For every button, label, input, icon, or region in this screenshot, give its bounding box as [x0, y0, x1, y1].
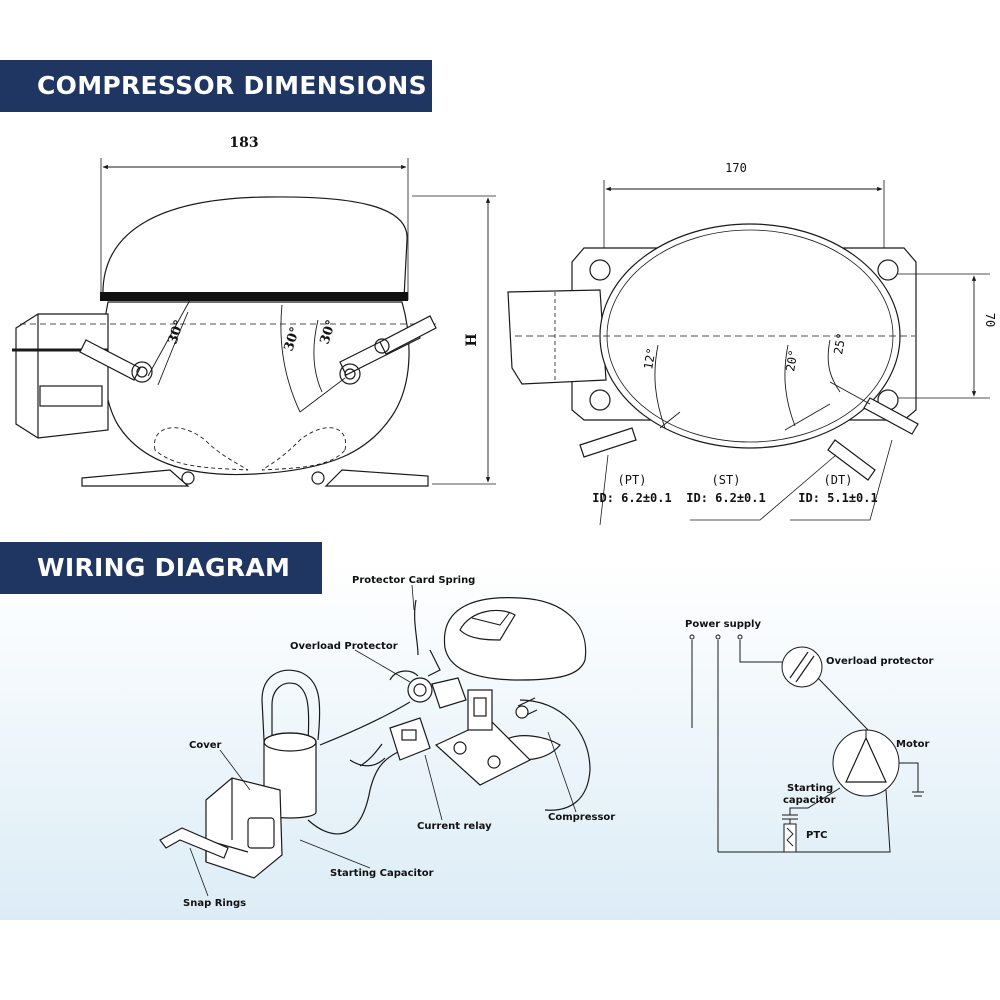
top-angle-12: 12° [641, 347, 659, 371]
schematic-ptc: PTC [806, 830, 828, 841]
tube-dt-label: (DT) [824, 473, 853, 487]
schematic-power-supply: Power supply [685, 619, 761, 630]
label-compressor: Compressor [548, 812, 615, 823]
front-angle-right: 30° [318, 318, 340, 346]
top-mount-dimension: 70 [983, 313, 997, 327]
front-angle-left: 30° [166, 318, 188, 346]
tube-dt-id: ID: 5.1±0.1 [798, 491, 877, 505]
label-overload-protector: Overload Protector [290, 641, 398, 652]
tube-st-label: (ST) [712, 473, 741, 487]
schematic-motor: Motor [896, 739, 929, 750]
label-snap-rings: Snap Rings [183, 898, 246, 909]
label-starting-capacitor: Starting Capacitor [330, 868, 434, 879]
top-angle-25: 25° [831, 332, 849, 356]
schematic-starting-label-2: capacitor [783, 795, 836, 806]
label-protector-card-spring: Protector Card Spring [352, 575, 475, 586]
top-width-dimension: 170 [725, 161, 747, 175]
front-angle-middle: 30° [282, 325, 304, 353]
tube-st-id: ID: 6.2±0.1 [686, 491, 765, 505]
front-width-dimension: 183 [229, 135, 258, 151]
label-current-relay: Current relay [417, 821, 492, 832]
tube-pt-id: ID: 6.2±0.1 [592, 491, 671, 505]
schematic-starting-label-1: Starting [787, 783, 833, 794]
exploded-view-drawing [159, 584, 591, 897]
wiring-schematic [689, 634, 924, 853]
front-view-drawing [12, 158, 496, 487]
label-cover: Cover [189, 740, 222, 751]
top-angle-20: 20° [783, 349, 801, 373]
tube-pt-label: (PT) [618, 473, 647, 487]
top-view-drawing [507, 180, 990, 526]
front-height-dimension: H [464, 333, 480, 346]
compressor-dimensions-banner: COMPRESSOR DIMENSIONS [0, 60, 432, 112]
wiring-diagram-banner: WIRING DIAGRAM [0, 542, 322, 594]
schematic-overload-protector: Overload protector [826, 656, 934, 667]
